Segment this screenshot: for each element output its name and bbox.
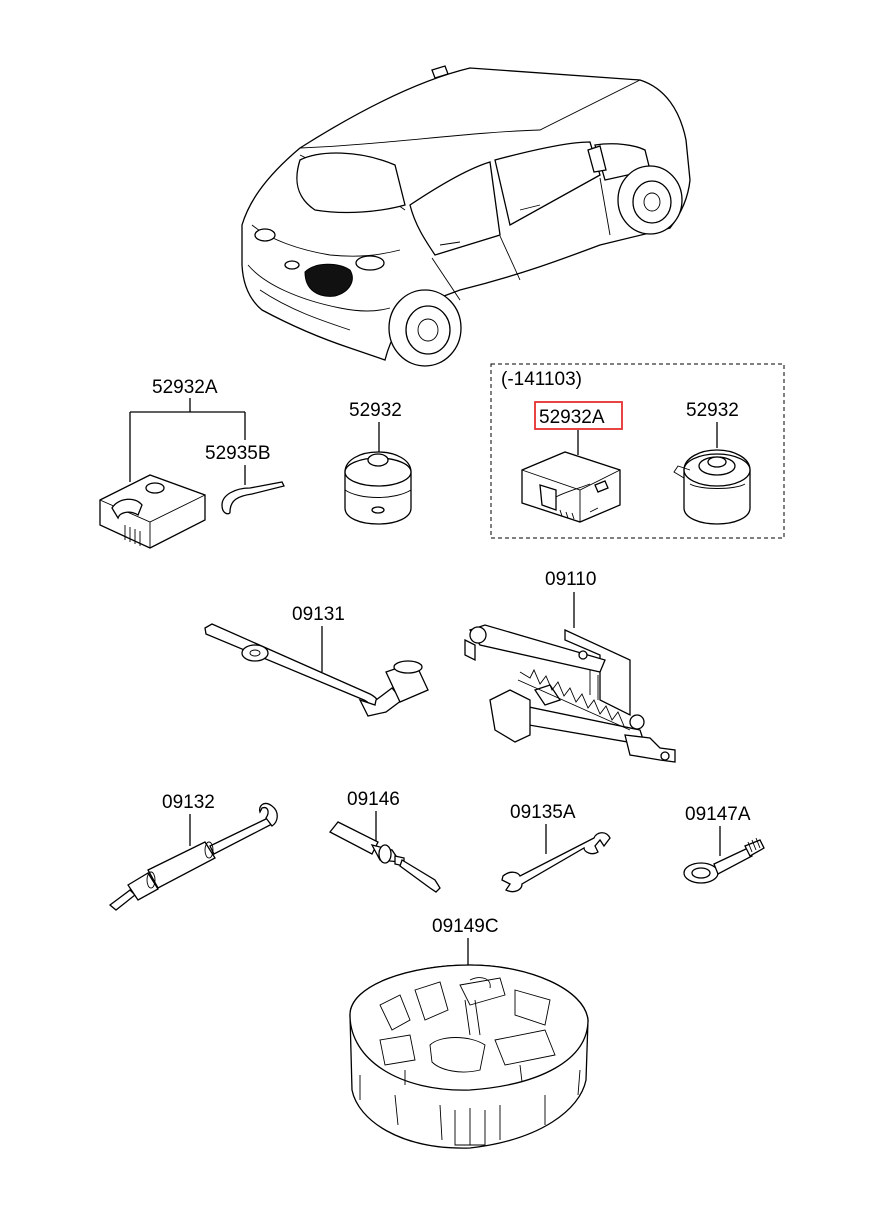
- tool-tray-part: [349, 964, 589, 1149]
- label-09146: 09146: [347, 789, 400, 810]
- label-52932-left: 52932: [349, 400, 402, 421]
- sealant-bottle-left-part: [344, 451, 412, 525]
- highlight-box: [534, 401, 623, 430]
- group-date-note: (-141103): [501, 369, 582, 390]
- sealant-bottle-right-part: [673, 449, 751, 525]
- tool-tray-group: 09149C: [349, 916, 589, 1149]
- variant-group-box: (-141103) 52932A 52932: [490, 363, 785, 539]
- hose-part: [221, 481, 285, 515]
- lug-wrench-group: 09131: [204, 604, 429, 717]
- jack-group: 09110: [464, 569, 676, 763]
- compressor-unit-part: [521, 451, 621, 523]
- label-09132: 09132: [162, 792, 215, 813]
- towing-eye-part: [683, 837, 765, 884]
- tire-mobility-kit-group: 52932A 52935B: [99, 377, 285, 549]
- towing-eye-group: 09147A: [683, 804, 765, 884]
- jack-part: [464, 624, 676, 763]
- lug-wrench-part: [204, 623, 429, 717]
- spanner-part: [501, 832, 611, 893]
- tow-hook-tool-group: 09132: [108, 792, 278, 911]
- label-09131: 09131: [292, 604, 345, 625]
- sealant-bottle-left-group: 52932: [344, 400, 412, 525]
- label-52932A-highlighted[interactable]: 52932A: [539, 407, 605, 428]
- label-09147A: 09147A: [685, 804, 751, 825]
- screwdriver-part: [328, 821, 441, 893]
- car-illustration: [241, 65, 691, 367]
- screwdriver-group: 09146: [328, 789, 441, 893]
- spanner-group: 09135A: [501, 802, 611, 893]
- label-09135A: 09135A: [510, 802, 576, 823]
- label-52932-right: 52932: [686, 400, 739, 421]
- hook-tool-part: [108, 802, 278, 911]
- label-52935B: 52935B: [205, 443, 271, 464]
- label-09110: 09110: [545, 569, 596, 590]
- label-09149C: 09149C: [432, 916, 499, 937]
- label-52932A-kit: 52932A: [152, 377, 218, 398]
- compressor-kit-part: [99, 474, 206, 549]
